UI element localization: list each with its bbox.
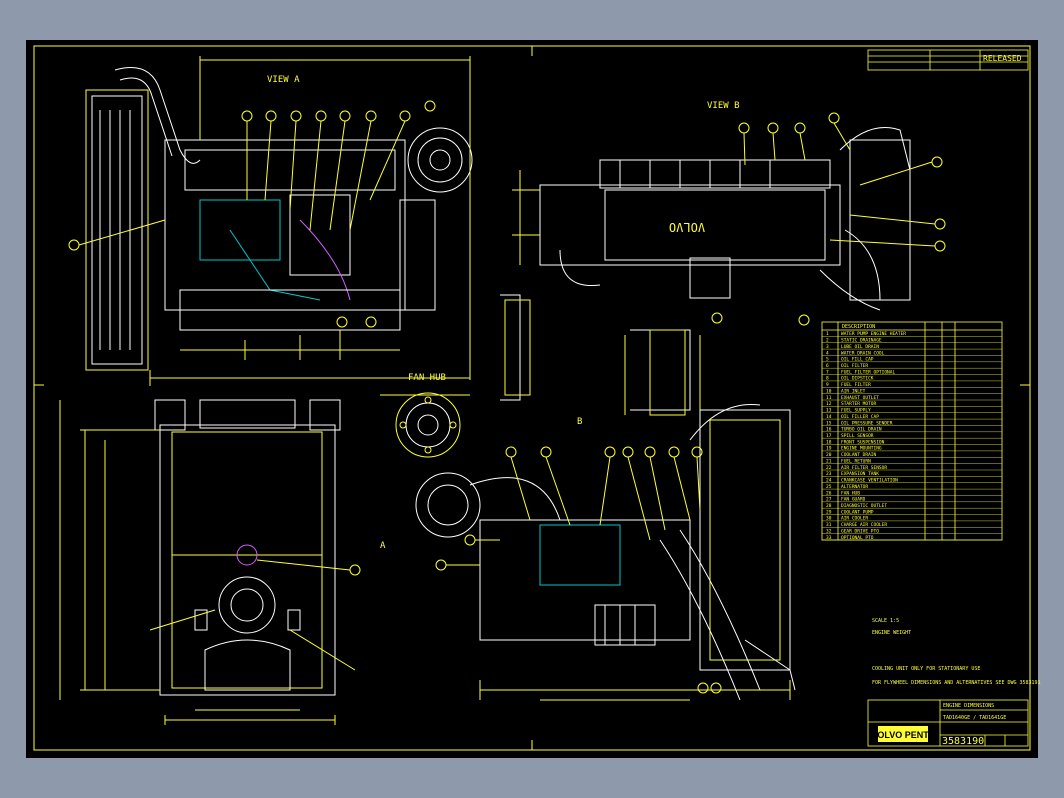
drawing-number: 3583190 [942,736,984,747]
parts-table-row-label: FAN GUARD [841,497,866,503]
parts-table-row-label: COOLANT PUMP [841,509,874,515]
parts-table-row-label: COOLANT DRAIN [841,452,877,458]
parts-table-rows: 1 WATER PUMP ENGINE HEATER 2 STATIC DRAINAG… [822,331,1002,541]
parts-table-row-number: 30 [826,516,832,522]
parts-table-row-label: OIL PRESSURE SENDER [841,420,893,426]
parts-table-row-number: 1 [826,331,829,337]
parts-table-row-label: SPILL SENSOR [841,433,874,439]
parts-table-row-number: 20 [826,452,832,458]
parts-table-row-label: OPTIONAL PTO [841,535,874,541]
parts-table-row-label: AIR FILTER SENSOR [841,465,887,471]
parts-table-row-number: 22 [826,465,832,471]
title-line-2: TAD1640GE / TAD1641GE [943,715,1006,721]
parts-table-row-number: 29 [826,509,832,515]
engine-brand-label: VOLVO [669,220,705,234]
parts-table-row-label: TURBO OIL DRAIN [841,427,882,433]
parts-table-row-number: 16 [826,427,832,433]
parts-table-header: DESCRIPTION [842,324,875,330]
parts-table-row-label: ALTERNATOR [841,484,868,490]
fan-hub-label: FAN HUB [408,373,446,383]
parts-table-row-number: 26 [826,490,832,496]
parts-table-row-number: 3 [826,344,829,350]
fan-hub-drawing [380,392,470,458]
parts-table-row-number: 14 [826,414,832,420]
parts-table-row-label: AIR COOLER [841,516,868,522]
parts-table-row-number: 28 [826,503,832,509]
front-view-drawing [59,399,361,725]
parts-table-row-number: 19 [826,446,832,452]
title-line-1: ENGINE DIMENSIONS [943,703,994,709]
title-block-frame [867,49,1029,747]
parts-table-row-label: FRONT SUSPENSION [841,439,885,445]
parts-table-row-number: 4 [826,350,829,356]
parts-table-row-label: OIL DIPSTICK [841,376,874,382]
parts-table-row-label: AIR INLET [841,388,866,394]
parts-table-row-label: STARTER MOTOR [841,401,877,407]
parts-table-row-number: 24 [826,478,832,484]
parts-table-row-number: 21 [826,458,832,464]
parts-table-row-number: 7 [826,369,829,375]
parts-table-row-label: EXPANSION TANK [841,471,879,477]
parts-table-row-number: 18 [826,439,832,445]
parts-table-row-number: 33 [826,535,832,541]
parts-table-row-number: 27 [826,497,832,503]
parts-table-row-label: OIL FILTER [841,363,868,369]
scale-note: SCALE 1:5 [872,618,899,624]
parts-table-row-label: LUBE OIL DRAIN [841,344,879,350]
parts-table-row-label: CRANKCASE VENTILATION [841,478,898,484]
engine-weight-note: ENGINE WEIGHT [872,630,911,636]
parts-table-row-label: GEAR DRIVE PTO [841,528,879,534]
parts-table-row-label: WATER PUMP ENGINE HEATER [841,331,906,337]
rear-view-drawing [415,403,796,701]
parts-table-row-number: 10 [826,388,832,394]
parts-table-row-label: EXHAUST OUTLET [841,395,879,401]
parts-table-row-number: 12 [826,401,832,407]
parts-table-row-label: FAN HUB [841,490,860,496]
parts-table-row-number: 17 [826,433,832,439]
flywheel-note: FOR FLYWHEEL DIMENSIONS AND ALTERNATIVES… [872,680,1041,686]
parts-table-row-number: 25 [826,484,832,490]
parts-table-row-label: STATIC DRAINAGE [841,338,882,344]
drawing-frame [33,45,1031,751]
flange-detail [500,294,701,416]
parts-table-row-label: FUEL FILTER [841,382,871,388]
parts-table-row-label: ENGINE MOUNTING [841,446,882,452]
view-b-drawing [512,112,946,326]
view-a-label: VIEW A [267,75,300,85]
parts-table-row-label: CHARGE AIR COOLER [841,522,887,528]
parts-table-row-label: FUEL SUPPLY [841,408,871,414]
parts-table-row-label: FUEL RETURN [841,458,871,464]
parts-table-row-number: 6 [826,363,829,369]
brand-logo: VOLVO PENTA [871,730,935,740]
parts-table-row-number: 13 [826,408,832,414]
parts-table-row-number: 5 [826,357,829,363]
view-a-drawing [68,56,473,386]
parts-table-row-label: WATER DRAIN COOL [841,350,885,356]
parts-table-row-number: 32 [826,528,832,534]
parts-table-row-label: FUEL FILTER OPTIONAL [841,369,895,375]
parts-table-row-label: OIL FILLER CAP [841,414,879,420]
parts-table-row-number: 9 [826,382,829,388]
arrow-b-label: B [577,417,582,427]
parts-table-row-number: 23 [826,471,832,477]
parts-table-row-number: 11 [826,395,832,401]
parts-table-row-number: 31 [826,522,832,528]
parts-table-row-number: 15 [826,420,832,426]
parts-table-row-label: OIL FILL CAP [841,357,874,363]
parts-table-row-number: 8 [826,376,829,382]
parts-table-row-number: 2 [826,338,829,344]
view-b-label: VIEW B [707,101,740,111]
drawing-sheet [26,40,1038,758]
brand-logo-box [878,726,928,742]
parts-table-frame [821,321,1003,541]
cooling-note: COOLING UNIT ONLY FOR STATIONARY USE [872,666,980,672]
status-label: RELEASED [983,54,1022,63]
arrow-a-label: A [380,541,386,551]
parts-table-row-label: DIAGNOSTIC OUTLET [841,503,887,509]
